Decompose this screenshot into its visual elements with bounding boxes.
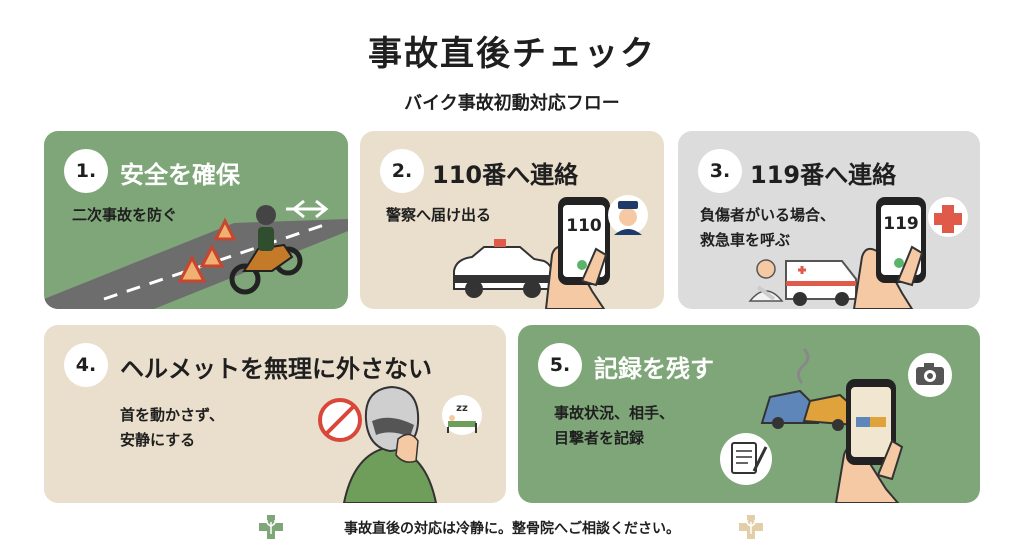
phone-screen-text: 110 [566, 216, 602, 236]
step-number: 1. [64, 149, 108, 193]
step-heading: 119番へ連絡 [750, 161, 897, 189]
step-card-1: 1. 安全を確保 二次事故を防ぐ [44, 131, 348, 309]
step-description: 負傷者がいる場合、 救急車を呼ぶ [700, 206, 836, 249]
record-accident-illustration [720, 347, 952, 503]
motorcycle-icon [229, 205, 303, 295]
ambulance-icon [785, 260, 857, 306]
road-motorcycle-illustration [44, 199, 348, 309]
step-card-2: 2. 110番へ連絡 警察へ届け出る 110 [360, 131, 664, 309]
step-number: 5. [538, 343, 582, 387]
step-number: 2. [380, 149, 424, 193]
step-heading: 記録を残す [594, 355, 714, 383]
step-description: 警察へ届け出る [386, 206, 492, 224]
sleeping-bed-icon [442, 395, 482, 435]
prohibited-icon [318, 398, 362, 442]
police-car-icon [453, 239, 553, 298]
step-heading: 安全を確保 [120, 161, 240, 189]
step-description: 二次事故を防ぐ [72, 206, 178, 224]
police-officer-icon [608, 195, 648, 235]
page-subtitle: バイク事故初動対応フロー [404, 93, 620, 114]
helmet-person-illustration: zz [318, 385, 482, 503]
step-number: 4. [64, 343, 108, 387]
page-title: 事故直後チェック [368, 34, 656, 74]
phone-screen-text: 119 [883, 214, 919, 234]
footer-note: 事故直後の対応は冷静に。整骨院へご相談ください。 [344, 521, 680, 537]
injured-person-icon [748, 259, 784, 302]
ambulance-call-illustration: 119 [748, 197, 968, 309]
sleep-text: zz [456, 403, 468, 414]
police-call-illustration: 110 [453, 195, 648, 309]
crashed-cars-icon [760, 347, 860, 431]
step-description: 首を動かさず、 安静にする [120, 406, 224, 449]
step-card-3: 3. 119番へ連絡 負傷者がいる場合、 救急車を呼ぶ 119 [678, 131, 980, 309]
step-card-5: 5. 記録を残す 事故状況、相手、 目撃者を記録 [518, 325, 980, 503]
step-heading: 110番へ連絡 [432, 161, 579, 189]
step-heading: ヘルメットを無理に外さない [120, 355, 432, 383]
warning-triangle-icon [177, 217, 237, 283]
step-card-4: 4. ヘルメットを無理に外さない 首を動かさず、 安静にする zz [44, 325, 506, 503]
medical-cross-icon [928, 197, 968, 237]
notepad-icon [720, 433, 772, 485]
medical-leaf-icon [739, 515, 763, 539]
step-number: 3. [698, 149, 742, 193]
arrows-icon [286, 199, 329, 219]
hand-phone-icon [544, 197, 610, 309]
helmet-person-icon [342, 385, 438, 503]
hand-phone-icon [834, 379, 904, 503]
hand-phone-icon [852, 197, 926, 309]
step-description: 事故状況、相手、 目撃者を記録 [554, 404, 675, 447]
medical-leaf-icon [259, 515, 283, 539]
camera-icon [908, 353, 952, 397]
